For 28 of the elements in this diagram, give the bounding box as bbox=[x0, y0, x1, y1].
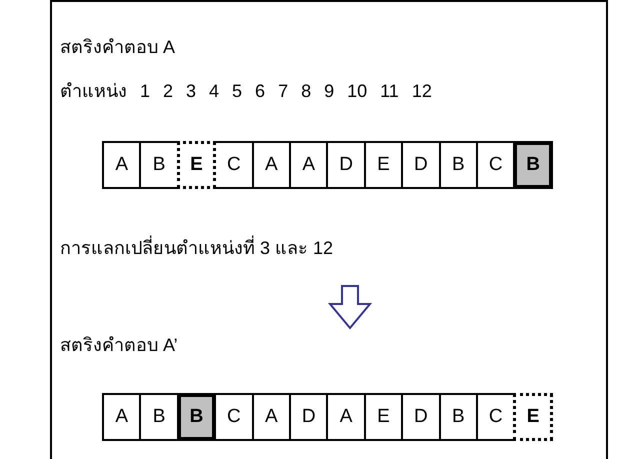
letter-cell: E bbox=[364, 141, 404, 189]
letter-cell: B bbox=[438, 141, 478, 189]
row-heading: สตริงคำตอบ A’ bbox=[60, 334, 178, 357]
letter-cell: A bbox=[252, 141, 291, 189]
row-heading: สตริงคำตอบ A bbox=[60, 36, 176, 59]
letter-cell: D bbox=[326, 141, 366, 189]
letter-cell: A bbox=[326, 393, 366, 441]
letter-cell: A bbox=[102, 393, 142, 441]
letter-cell: D bbox=[401, 393, 441, 441]
letter-cell: D bbox=[289, 393, 328, 441]
letter-cell: C bbox=[214, 393, 254, 441]
letter-cell: A bbox=[252, 393, 291, 441]
letter-cell: B bbox=[513, 141, 553, 189]
position-numbers: ตำแหน่ง 1 2 3 4 5 6 7 8 9 10 11 12 bbox=[60, 80, 432, 103]
letter-cell: C bbox=[476, 141, 516, 189]
letter-cell: E bbox=[364, 393, 404, 441]
letter-cell: E bbox=[513, 393, 553, 441]
letter-cell: C bbox=[476, 393, 516, 441]
letter-cell: B bbox=[139, 393, 179, 441]
letter-cell: E bbox=[176, 141, 216, 189]
letter-cell: A bbox=[102, 141, 142, 189]
letter-cell: B bbox=[176, 393, 216, 441]
letter-cell: D bbox=[401, 141, 441, 189]
note-text: การแลกเปลี่ยนตำแหน่งที่ 3 และ 12 bbox=[60, 233, 334, 262]
letter-cell: B bbox=[438, 393, 478, 441]
letter-cell: C bbox=[214, 141, 254, 189]
letter-cell: A bbox=[289, 141, 328, 189]
letter-cell: B bbox=[139, 141, 179, 189]
